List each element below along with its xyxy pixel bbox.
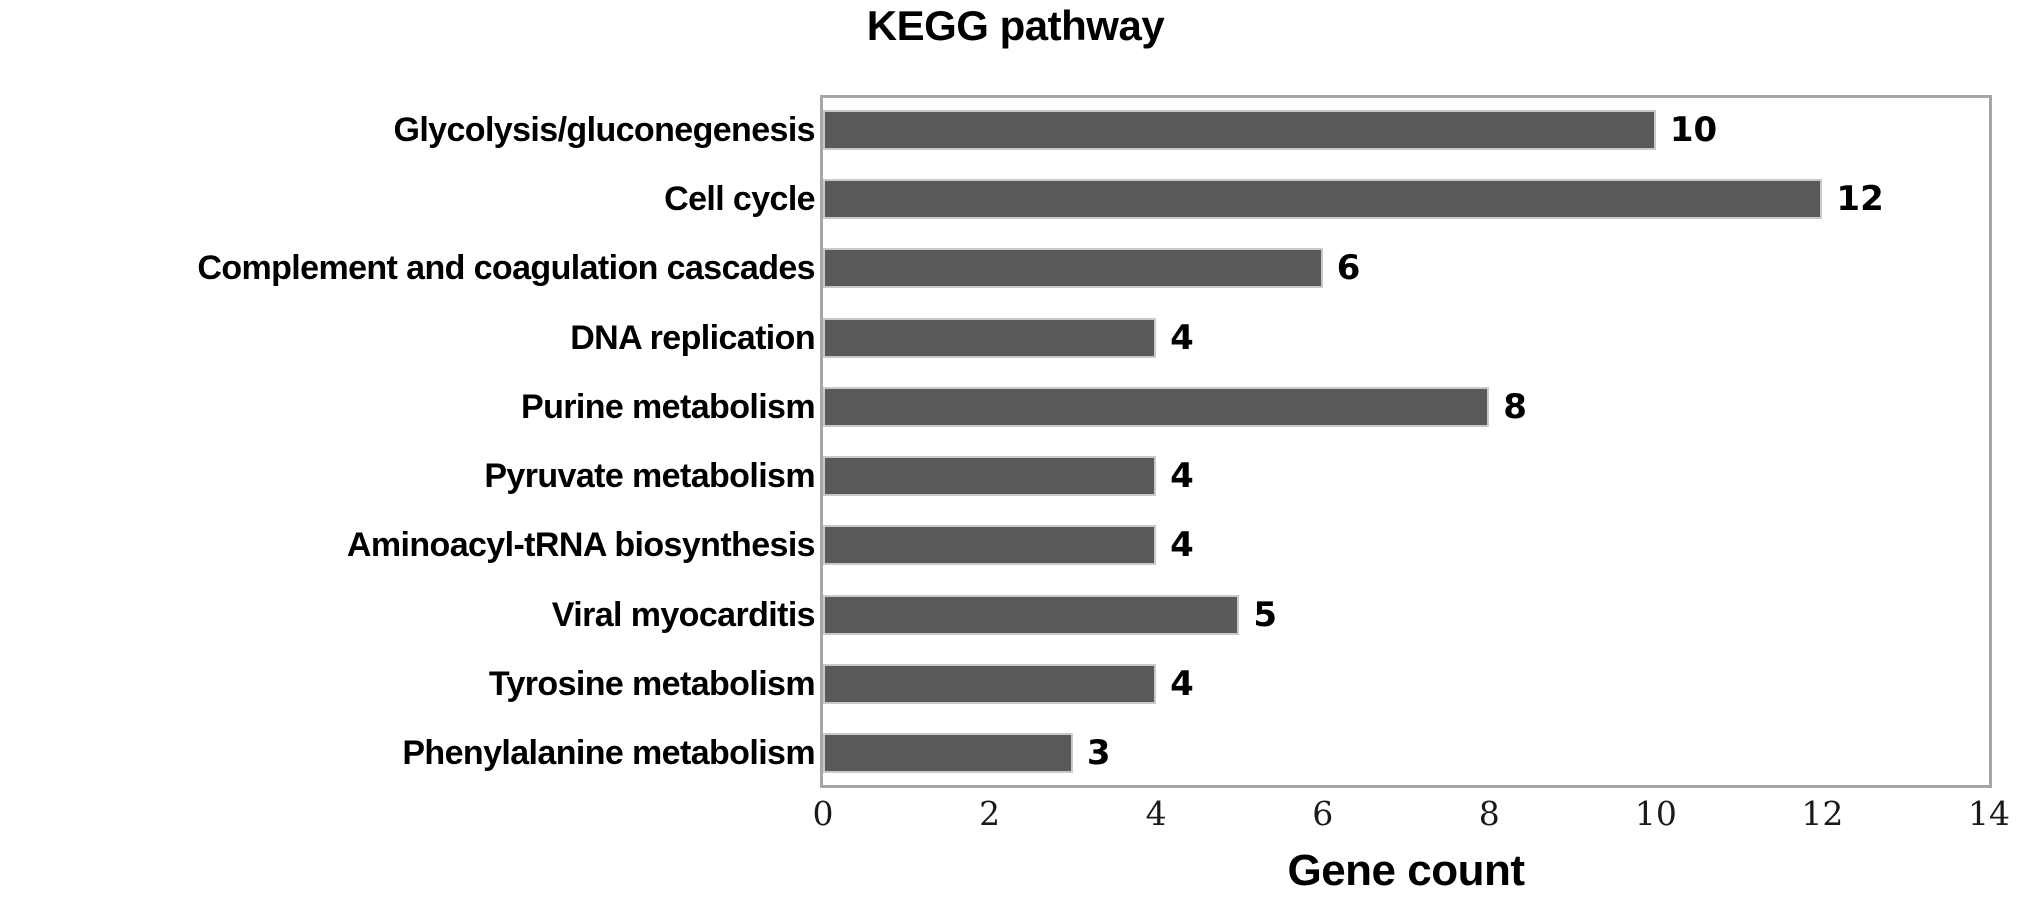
category-label: Aminoacyl-tRNA biosynthesis	[346, 526, 816, 565]
bar-value-label: 4	[1170, 664, 1194, 705]
bar	[823, 594, 1240, 635]
x-tick-label: 8	[1478, 794, 1500, 833]
bar	[823, 248, 1323, 289]
category-label: Complement and coagulation cascades	[197, 249, 815, 288]
bar-value-label: 5	[1253, 594, 1278, 635]
bar-wrapper: 8	[823, 372, 1989, 441]
bar-value-label: 6	[1336, 248, 1361, 289]
category-label: Tyrosine metabolism	[488, 665, 816, 704]
bar	[823, 525, 1157, 566]
bar-row: Phenylalanine metabolism 3	[0, 719, 2031, 788]
bar-wrapper: 10	[823, 95, 1989, 164]
category-label: Pyruvate metabolism	[484, 457, 815, 496]
bar-row: Cell cycle 12	[0, 164, 2031, 233]
bar-wrapper: 3	[823, 719, 1989, 788]
bar-row: Purine metabolism 8	[0, 372, 2031, 441]
category-label: DNA replication	[570, 318, 815, 357]
category-label: Glycolysis/gluconegenesis	[393, 110, 815, 149]
bar-value-label: 10	[1669, 109, 1718, 150]
bar	[823, 456, 1157, 497]
bar	[823, 664, 1157, 705]
bar-wrapper: 4	[823, 442, 1989, 511]
x-axis-ticks: 0 2 4 6 8 10 12 14	[813, 788, 2011, 838]
x-tick-label: 0	[812, 794, 834, 833]
bar-wrapper: 6	[823, 234, 1989, 303]
bar-wrapper: 5	[823, 580, 1989, 649]
bar-row: Tyrosine metabolism 4	[0, 649, 2031, 718]
bar-wrapper: 12	[823, 164, 1989, 233]
bar-wrapper: 4	[823, 649, 1989, 718]
bar	[823, 109, 1656, 150]
bar-row: Pyruvate metabolism 4	[0, 442, 2031, 511]
bar	[823, 178, 1823, 219]
bar	[823, 317, 1157, 358]
bar-value-label: 4	[1170, 456, 1194, 497]
x-tick-label: 14	[1968, 794, 2010, 833]
bar-value-label: 3	[1086, 733, 1111, 774]
x-tick-label: 12	[1801, 794, 1844, 833]
bar-value-label: 4	[1170, 317, 1194, 358]
bar-row: Viral myocarditis 5	[0, 580, 2031, 649]
bar-row: Aminoacyl-tRNA biosynthesis 4	[0, 511, 2031, 580]
category-label: Purine metabolism	[521, 387, 816, 426]
chart-title: KEGG pathway	[866, 2, 1165, 49]
bar-value-label: 8	[1503, 386, 1527, 427]
bar-wrapper: 4	[823, 303, 1989, 372]
bar-row: DNA replication 4	[0, 303, 2031, 372]
category-label: Phenylalanine metabolism	[402, 734, 815, 773]
bar-value-label: 4	[1170, 525, 1194, 566]
bar	[823, 386, 1490, 427]
bar-row: Complement and coagulation cascades 6	[0, 234, 2031, 303]
bar-value-label: 12	[1836, 178, 1884, 219]
x-tick-label: 6	[1312, 794, 1334, 833]
x-tick-label: 2	[979, 794, 1001, 833]
x-tick-label: 10	[1634, 794, 1677, 833]
category-label: Viral myocarditis	[551, 595, 816, 634]
bar-wrapper: 4	[823, 511, 1989, 580]
x-axis-label: Gene count	[1287, 846, 1525, 895]
x-tick-label: 4	[1145, 794, 1167, 833]
bar-row: Glycolysis/gluconegenesis 10	[0, 95, 2031, 164]
category-label: Cell cycle	[664, 179, 815, 218]
bar	[823, 733, 1073, 774]
